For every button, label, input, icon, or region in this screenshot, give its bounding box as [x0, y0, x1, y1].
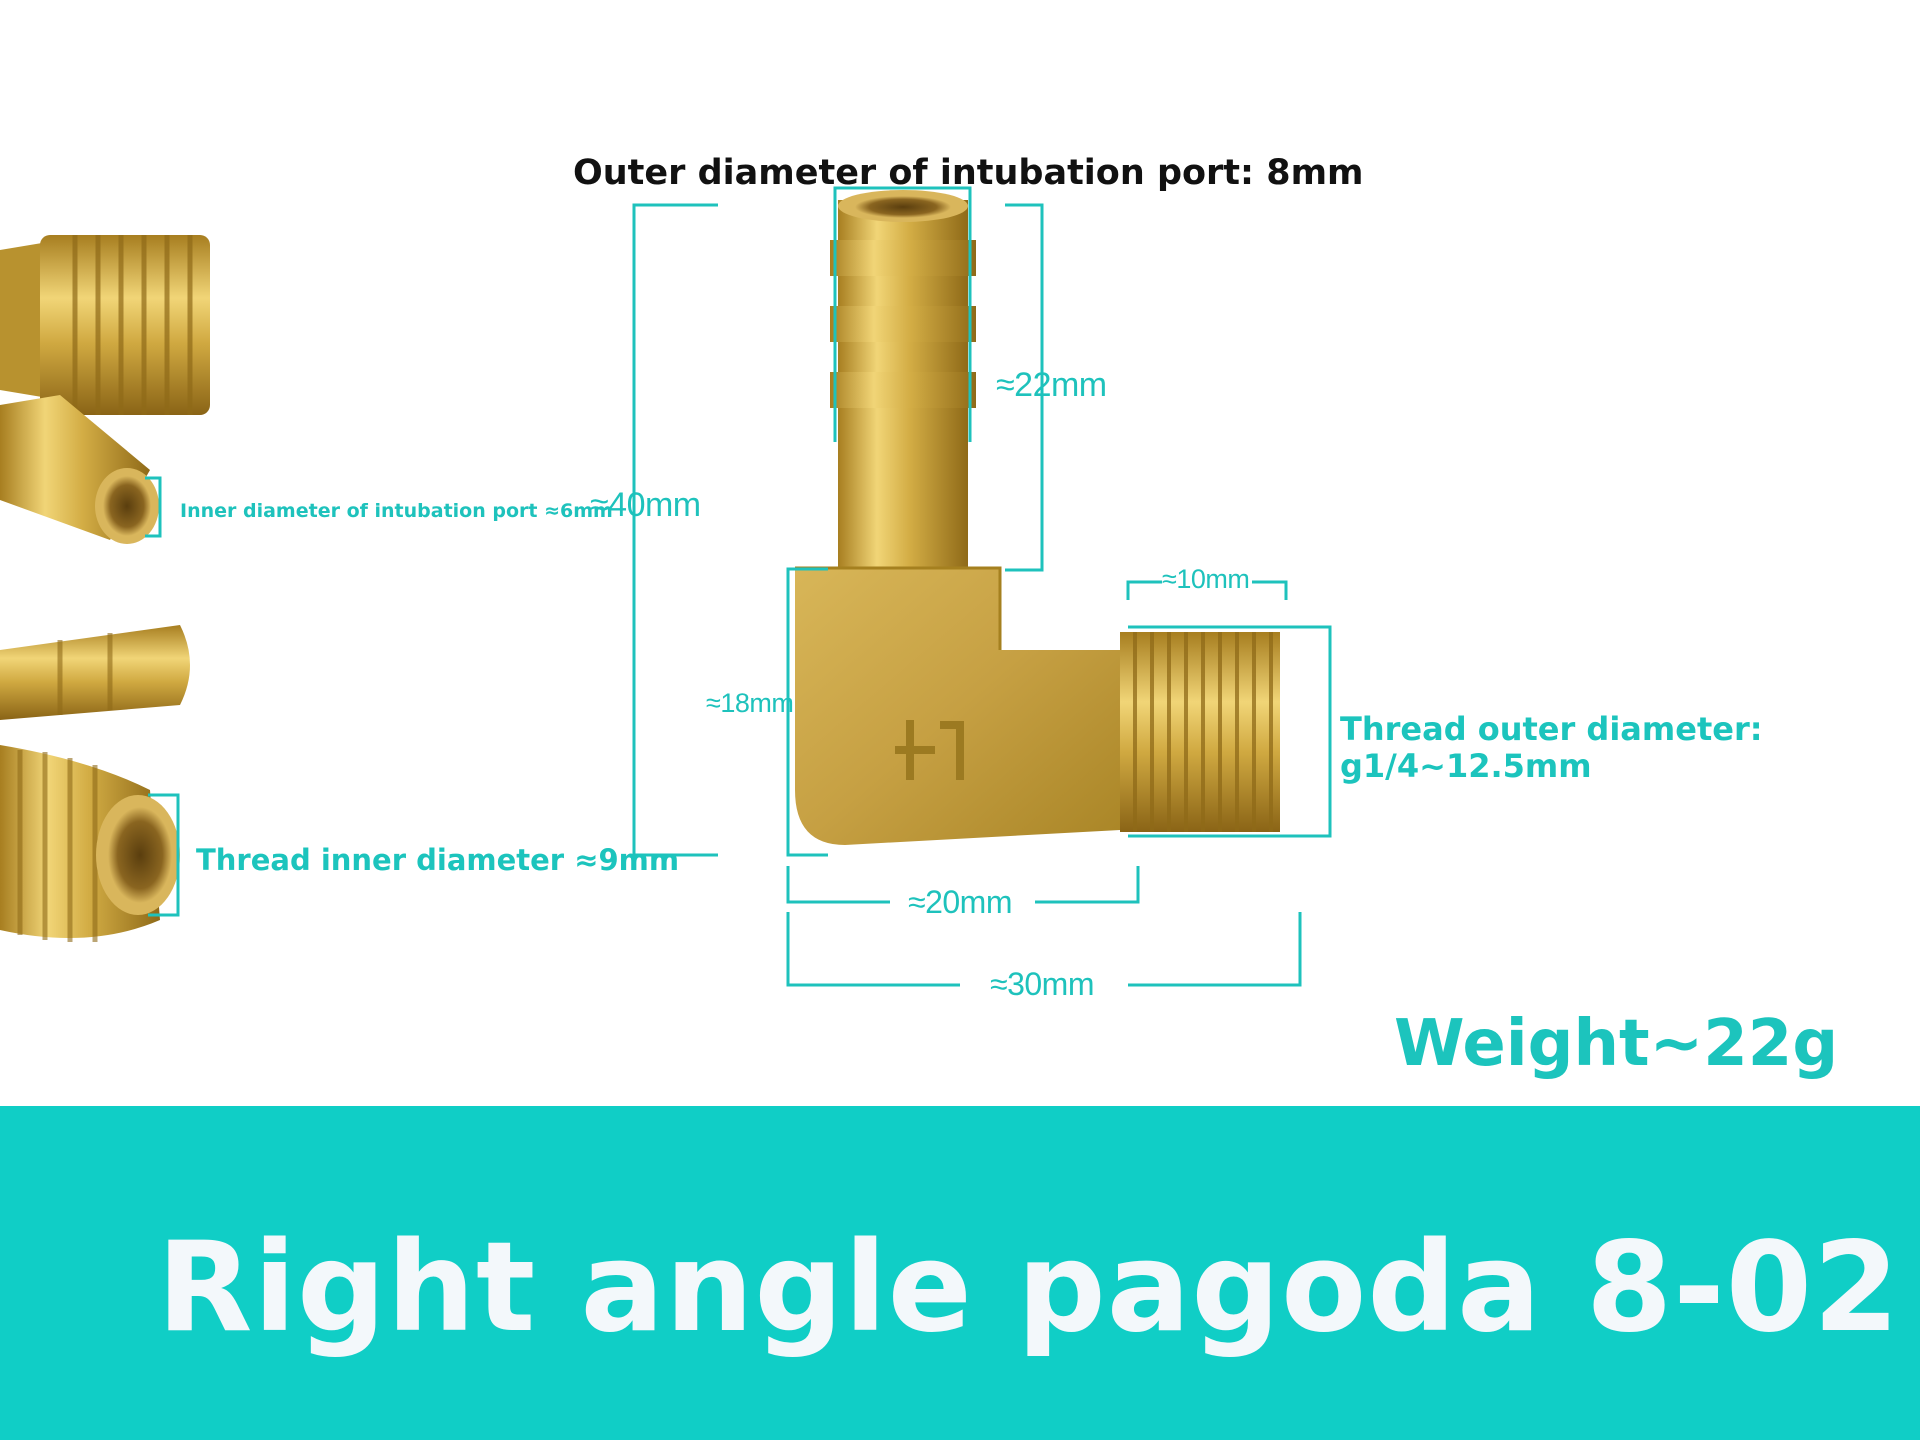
outer-diameter-port-label: Outer diameter of intubation port: 8mm — [573, 153, 1364, 193]
dimension-lines — [145, 186, 1332, 987]
left-fitting-top — [0, 235, 210, 544]
thread-inner-diameter-label: Thread inner diameter ≈9mm — [196, 843, 680, 877]
dimension-20mm: ≈20mm — [908, 884, 1012, 920]
elbow-fitting-main — [795, 190, 1280, 845]
title-banner — [0, 1106, 1920, 1440]
dimension-40mm: ≈40mm — [590, 486, 701, 524]
dimension-30mm: ≈30mm — [990, 966, 1094, 1002]
banner-title: Right angle pagoda 8-02 — [157, 1216, 1901, 1360]
dimension-22mm: ≈22mm — [996, 366, 1107, 404]
dimension-10mm: ≈10mm — [1162, 564, 1250, 594]
weight-label: Weight~22g — [1394, 1007, 1839, 1081]
thread-outer-diameter-line1: Thread outer diameter: — [1340, 710, 1763, 748]
product-illustration — [0, 186, 1332, 987]
thread-outer-diameter-line2: g1/4~12.5mm — [1340, 747, 1592, 785]
left-fitting-bottom — [0, 625, 190, 942]
dimension-18mm: ≈18mm — [706, 688, 794, 718]
inner-diameter-port-label: Inner diameter of intubation port ≈6mm — [180, 500, 613, 522]
